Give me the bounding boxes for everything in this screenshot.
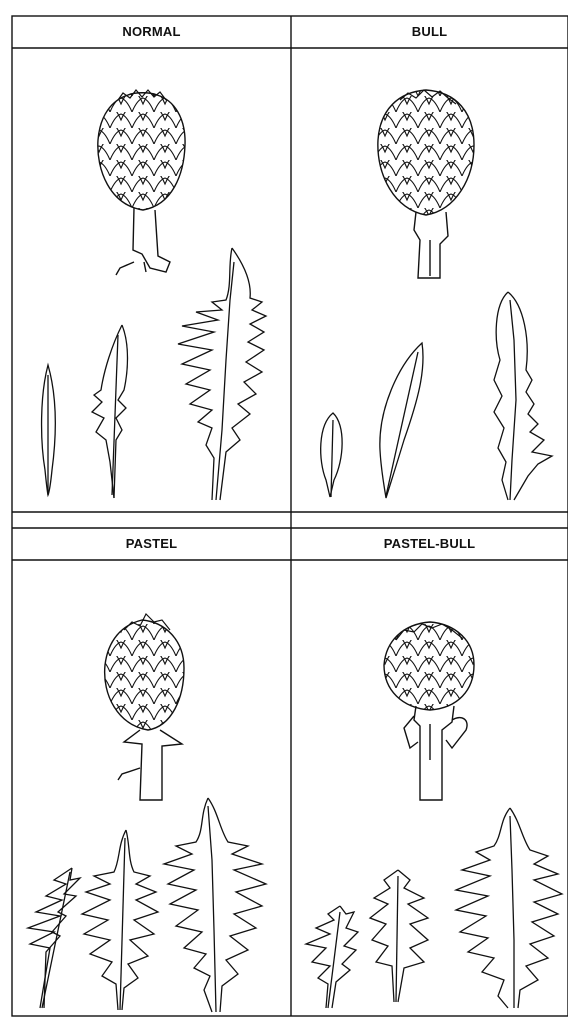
bull-medium-leaf bbox=[380, 343, 423, 498]
normal-small-leaf bbox=[42, 365, 56, 495]
bull-large-leaf bbox=[494, 292, 552, 500]
pastel-artichoke-head bbox=[105, 614, 184, 730]
bull-panel bbox=[321, 90, 552, 500]
normal-medium-leaf bbox=[92, 325, 128, 498]
pastel-bull-panel bbox=[306, 622, 562, 1008]
panel-label-bull: BULL bbox=[291, 16, 568, 48]
bull-small-leaf bbox=[321, 413, 342, 497]
pastel-bull-large-leaf bbox=[456, 808, 562, 1008]
pastel-bull-small-leaf bbox=[306, 906, 358, 1008]
pastel-bull-medium-leaf bbox=[370, 870, 428, 1002]
normal-artichoke-head bbox=[98, 90, 185, 210]
panel-label-normal: NORMAL bbox=[12, 16, 291, 48]
panel-label-pastel: PASTEL bbox=[12, 528, 291, 560]
panel-grid bbox=[12, 16, 568, 1016]
pastel-stem bbox=[118, 730, 182, 800]
pastel-small-leaf bbox=[28, 868, 80, 1008]
pastel-bull-stem bbox=[404, 706, 467, 800]
panel-label-pastel-bull: PASTEL-BULL bbox=[291, 528, 568, 560]
normal-stem bbox=[116, 208, 170, 275]
pastel-panel bbox=[28, 614, 266, 1012]
normal-large-leaf bbox=[178, 248, 266, 500]
bull-stem bbox=[414, 212, 448, 278]
pastel-large-leaf bbox=[164, 798, 266, 1012]
bull-artichoke-head bbox=[378, 90, 474, 215]
pastel-bull-artichoke-head bbox=[384, 622, 474, 710]
pastel-medium-leaf bbox=[82, 830, 158, 1010]
normal-panel bbox=[42, 90, 266, 500]
